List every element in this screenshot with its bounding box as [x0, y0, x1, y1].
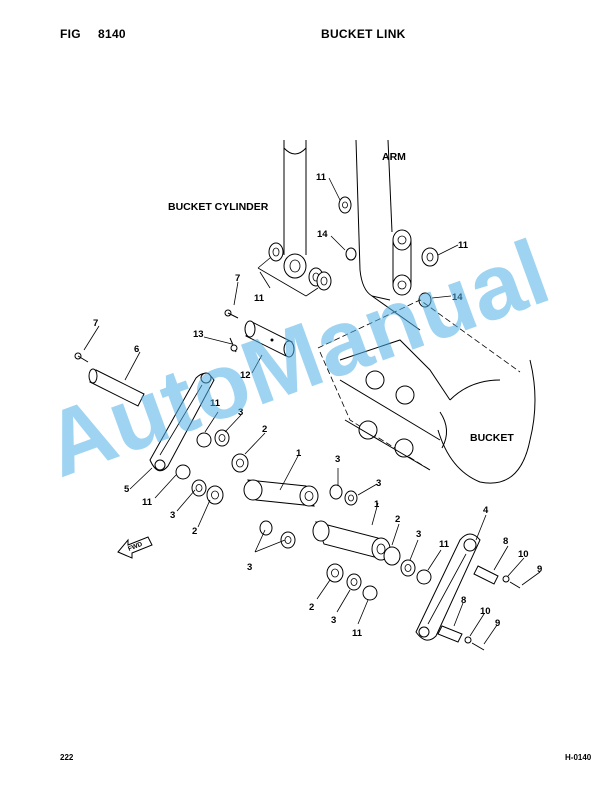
part-number-3: 3: [376, 478, 381, 489]
part-number-11: 11: [439, 539, 450, 550]
part-number-2: 2: [262, 424, 267, 435]
arm-outline: [338, 139, 439, 331]
part-number-9: 9: [495, 618, 500, 629]
part-number-13: 13: [193, 329, 204, 340]
part-number-3: 3: [238, 407, 243, 418]
bucket-outline: [317, 299, 536, 484]
part-number-4: 4: [483, 505, 489, 516]
part-number-3: 3: [416, 529, 421, 540]
part-number-14: 14: [317, 229, 328, 240]
part-number-11: 11: [458, 240, 469, 251]
cylinder-washers: [257, 242, 332, 297]
part-number-3: 3: [247, 562, 252, 573]
link-4: [415, 533, 521, 651]
fwd-arrow-icon: [117, 536, 153, 559]
part-number-6: 6: [134, 344, 139, 355]
document-code: H-0140: [565, 753, 592, 762]
figure-title: BUCKET LINK: [321, 27, 406, 41]
part-number-12: 12: [240, 370, 251, 381]
bucket-label: BUCKET: [470, 432, 514, 444]
part-number-2: 2: [395, 514, 400, 525]
part-number-11: 11: [316, 172, 327, 183]
figure-label: FIG: [60, 27, 81, 41]
arm-label: ARM: [382, 151, 406, 163]
figure-number: 8140: [98, 27, 126, 41]
part-number-7: 7: [93, 318, 98, 329]
part-number-11: 11: [210, 398, 221, 409]
part-number-7: 7: [235, 273, 240, 284]
part-number-3: 3: [331, 615, 336, 626]
bucket-cylinder-label: BUCKET CYLINDER: [168, 201, 269, 213]
part-number-11: 11: [352, 628, 363, 639]
part-number-5: 5: [124, 484, 130, 495]
part-number-3: 3: [335, 454, 340, 465]
bucket-cylinder-rod: [283, 140, 307, 279]
part-number-10: 10: [518, 549, 529, 560]
link-1-upper: [243, 479, 358, 549]
part-number-11: 11: [142, 497, 153, 508]
part-number-10: 10: [480, 606, 491, 617]
part-number-1: 1: [374, 499, 380, 510]
pin-12-assembly: [224, 309, 295, 358]
leader-lines: [83, 177, 541, 645]
part-number-3: 3: [170, 510, 175, 521]
page-number: 222: [60, 753, 74, 762]
part-number-8: 8: [503, 536, 508, 547]
link-5: [149, 372, 215, 472]
part-number-2: 2: [309, 602, 314, 613]
part-number-9: 9: [537, 564, 542, 575]
pin-6: [74, 352, 145, 407]
part-number-2: 2: [192, 526, 197, 537]
part-number-11: 11: [254, 293, 265, 304]
part-number-1: 1: [296, 448, 302, 459]
part-number-14: 14: [452, 292, 463, 303]
bushings-left: [175, 429, 249, 505]
link-1-lower: [312, 520, 432, 601]
part-number-8: 8: [461, 595, 466, 606]
